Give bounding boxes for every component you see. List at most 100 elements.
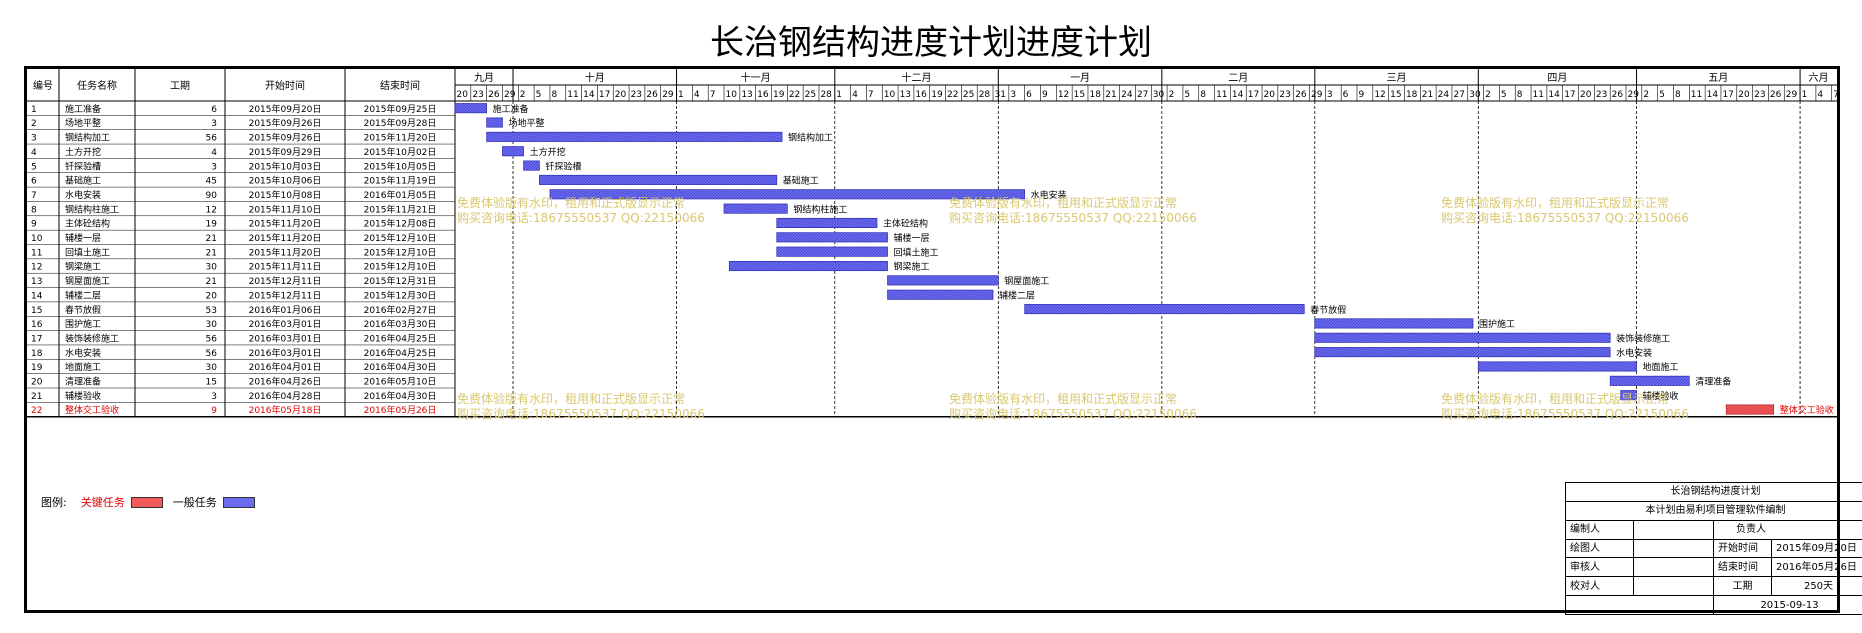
- day-tick-label: 24: [1121, 90, 1133, 100]
- task-end: 2016年01月05日: [364, 189, 437, 201]
- task-duration: 3: [211, 392, 217, 402]
- month-label: 五月: [1708, 72, 1728, 84]
- task-start: 2015年10月06日: [249, 175, 322, 187]
- day-tick-label: 30: [1469, 90, 1481, 100]
- task-start: 2016年04月28日: [249, 390, 322, 402]
- day-tick-label: 24: [1438, 90, 1450, 100]
- task-id: 21: [31, 392, 42, 402]
- watermark-line1: 免费体验版有水印，租用和正式版显示正常: [1441, 391, 1669, 406]
- task-end: 2015年12月08日: [364, 218, 437, 230]
- task-name: 围护施工: [65, 318, 101, 330]
- task-end: 2015年11月19日: [364, 175, 437, 187]
- watermark-line1: 免费体验版有水印，租用和正式版显示正常: [1441, 195, 1669, 210]
- day-tick-label: 13: [900, 90, 911, 100]
- task-name: 钢结构柱施工: [65, 203, 119, 215]
- day-tick-label: 26: [488, 90, 500, 100]
- day-tick-label: 20: [1264, 90, 1276, 100]
- day-tick-label: 25: [805, 90, 816, 100]
- task-bar: [1477, 361, 1637, 372]
- watermark-line2: 购买咨询电话:18675550537 QQ:22150066: [457, 210, 705, 225]
- task-id: 11: [31, 248, 42, 258]
- legend-normal-label: 一般任务: [172, 496, 217, 509]
- day-tick-label: 13: [741, 90, 752, 100]
- day-tick-label: 29: [1311, 90, 1323, 100]
- task-name: 地面施工: [65, 361, 101, 373]
- day-tick-label: 26: [646, 90, 658, 100]
- task-duration: 56: [206, 349, 218, 359]
- task-id: 22: [31, 406, 42, 416]
- day-tick-label: 1: [1802, 90, 1808, 100]
- task-name: 土方开挖: [65, 146, 101, 158]
- month-label: 十一月: [741, 71, 771, 84]
- task-name: 回填土施工: [65, 246, 110, 258]
- info-duration-label: 工期: [1713, 576, 1772, 597]
- task-bar: [887, 289, 994, 300]
- watermark-line2: 购买咨询电话:18675550537 QQ:22150066: [1441, 406, 1689, 421]
- info-checker-label: 校对人: [1565, 576, 1634, 597]
- day-tick-label: 27: [1453, 90, 1464, 100]
- task-end: 2016年05月26日: [364, 404, 437, 416]
- info-manager-label: 负责人: [1713, 519, 1862, 540]
- task-id: 15: [31, 306, 42, 316]
- task-name: 春节放假: [65, 304, 101, 316]
- task-bar-label: 整体交工验收: [1780, 404, 1834, 416]
- task-duration: 6: [211, 105, 217, 115]
- day-tick-label: 23: [472, 90, 483, 100]
- task-bar-label: 水电安装: [1616, 347, 1652, 359]
- task-bar-label: 钎探验槽: [545, 160, 581, 172]
- task-start: 2015年11月11日: [249, 261, 322, 273]
- task-bar: [1609, 375, 1690, 386]
- task-id: 17: [31, 334, 42, 344]
- watermark-line2: 购买咨询电话:18675550537 QQ:22150066: [457, 406, 705, 421]
- task-bar-label: 钢梁施工: [894, 261, 930, 273]
- task-end: 2015年12月10日: [364, 261, 437, 273]
- day-tick-label: 18: [1089, 90, 1101, 100]
- task-end: 2016年03月30日: [364, 318, 437, 330]
- task-start: 2015年12月11日: [249, 289, 322, 301]
- info-drafter-label: 绘图人: [1565, 538, 1634, 559]
- task-bar: [486, 117, 503, 128]
- task-name: 整体交工验收: [65, 404, 119, 416]
- task-name: 辅楼一层: [65, 232, 101, 244]
- info-editor-value: [1633, 519, 1714, 540]
- day-tick-label: 5: [1659, 90, 1665, 100]
- month-label: 四月: [1547, 72, 1567, 84]
- task-bar: [723, 203, 788, 214]
- day-tick-label: 15: [1074, 90, 1085, 100]
- task-duration: 3: [211, 119, 217, 129]
- day-tick-label: 23: [1279, 90, 1290, 100]
- task-id: 16: [31, 320, 43, 330]
- task-bar: [776, 232, 888, 243]
- task-duration: 45: [206, 177, 217, 187]
- day-tick-label: 16: [915, 90, 927, 100]
- task-end: 2015年11月21日: [364, 203, 437, 215]
- task-start: 2016年05月18日: [249, 404, 322, 416]
- day-tick-label: 19: [773, 90, 785, 100]
- task-bar-label: 钢屋面施工: [1004, 275, 1049, 287]
- day-tick-label: 1: [836, 90, 842, 100]
- task-bar-label: 辅楼二层: [999, 289, 1035, 301]
- task-bar-label: 钢结构柱施工: [793, 203, 847, 215]
- task-end: 2015年12月10日: [364, 232, 437, 244]
- task-start: 2015年09月20日: [249, 103, 322, 115]
- day-tick-label: 17: [599, 90, 610, 100]
- day-tick-label: 26: [1612, 90, 1624, 100]
- task-end: 2016年04月30日: [364, 361, 437, 373]
- task-bar: [454, 103, 487, 114]
- day-tick-label: 18: [1406, 90, 1418, 100]
- day-tick-label: 28: [820, 90, 832, 100]
- task-duration: 21: [206, 248, 217, 258]
- day-tick-label: 4: [694, 90, 700, 100]
- task-id: 3: [31, 134, 37, 144]
- task-bar-label: 地面施工: [1643, 361, 1679, 373]
- task-bar-label: 水电安装: [1031, 189, 1067, 201]
- info-reviewer-label: 审核人: [1565, 557, 1634, 578]
- day-tick-label: 1: [678, 90, 684, 100]
- month-label: 一月: [1070, 72, 1090, 84]
- task-id: 12: [31, 263, 42, 273]
- task-id: 7: [31, 191, 37, 201]
- task-name: 辅楼二层: [65, 289, 101, 301]
- day-tick-label: 6: [1343, 90, 1349, 100]
- info-project: 长治钢结构进度计划: [1565, 482, 1862, 502]
